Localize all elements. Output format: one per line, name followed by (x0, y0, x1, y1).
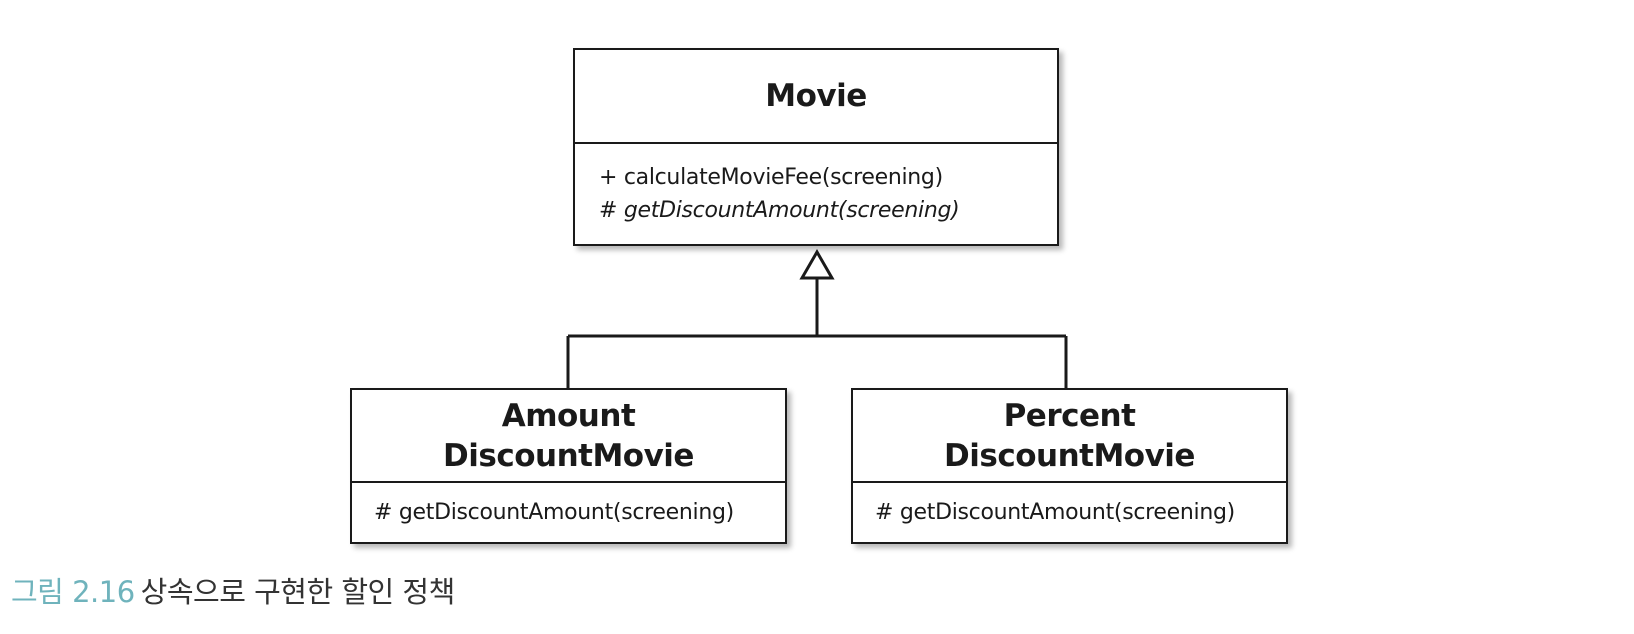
class-name-line: Percent (1003, 397, 1136, 434)
class-percent-discount-movie: Percent DiscountMovie # getDiscountAmoun… (851, 388, 1288, 544)
class-operations-amount-discount-movie: # getDiscountAmount(screening) (352, 483, 785, 542)
operation-get-discount-amount-abstract: # getDiscountAmount(screening) (599, 194, 1057, 227)
class-operations-movie: + calculateMovieFee(screening) # getDisc… (575, 144, 1057, 244)
class-name-amount-discount-movie: Amount DiscountMovie (352, 390, 785, 483)
operation-signature: getDiscountAmount(screening) (623, 198, 960, 223)
operation-calculate-movie-fee: + calculateMovieFee(screening) (599, 161, 1057, 194)
class-name-line: DiscountMovie (944, 437, 1195, 474)
figure-caption-text: 상속으로 구현한 할인 정책 (140, 575, 456, 609)
operation-visibility: # (875, 500, 894, 525)
operation-visibility: # (599, 198, 618, 223)
operation-visibility: + (599, 165, 618, 190)
class-operations-percent-discount-movie: # getDiscountAmount(screening) (853, 483, 1286, 542)
operation-signature: getDiscountAmount(screening) (398, 500, 734, 525)
figure-caption-label: 그림 2.16 (11, 575, 135, 609)
class-name-line: DiscountMovie (443, 437, 694, 474)
class-name-movie: Movie (575, 50, 1057, 144)
class-name-line: Movie (765, 78, 867, 114)
operation-get-discount-amount: # getDiscountAmount(screening) (374, 496, 785, 529)
class-name-line: Amount (501, 397, 636, 434)
class-amount-discount-movie: Amount DiscountMovie # getDiscountAmount… (350, 388, 787, 544)
operation-get-discount-amount: # getDiscountAmount(screening) (875, 496, 1286, 529)
operation-visibility: # (374, 500, 393, 525)
class-name-percent-discount-movie: Percent DiscountMovie (853, 390, 1286, 483)
operation-signature: getDiscountAmount(screening) (899, 500, 1235, 525)
class-movie: Movie + calculateMovieFee(screening) # g… (573, 48, 1059, 246)
generalization-arrowhead (799, 248, 835, 280)
operation-signature: calculateMovieFee(screening) (623, 165, 943, 190)
